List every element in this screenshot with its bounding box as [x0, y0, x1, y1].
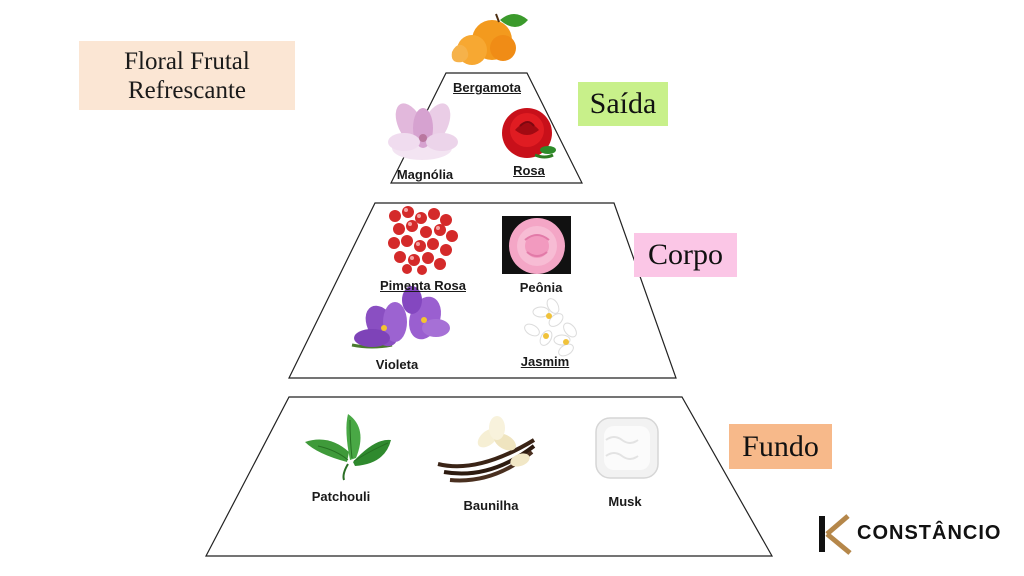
note-label-bergamota: Bergamota — [453, 80, 521, 95]
tier-bottom-outline — [205, 396, 774, 557]
patchouli-icon — [305, 414, 391, 481]
note-label-magnolia: Magnólia — [396, 167, 454, 182]
note-label-musk: Musk — [608, 494, 642, 509]
bergamota-icon — [451, 13, 528, 65]
note-label-patchouli: Patchouli — [311, 489, 371, 504]
note-label-violeta: Violeta — [375, 357, 419, 372]
tier-label-saida: Saída — [578, 82, 668, 126]
constancio-logo-text: CONSTÂNCIO — [857, 522, 1002, 544]
tier-label-fundo: Fundo — [729, 424, 832, 469]
title-box: Floral Frutal Refrescante — [79, 41, 295, 110]
violet-icon — [351, 286, 450, 349]
note-label-baunilha: Baunilha — [463, 498, 519, 513]
tier-label-corpo: Corpo — [634, 233, 737, 277]
title-line-2: Refrescante — [128, 76, 246, 104]
rose-icon — [502, 108, 556, 159]
note-label-peonia: Peônia — [519, 280, 563, 295]
note-label-pimenta-rosa: Pimenta Rosa — [380, 278, 466, 293]
pink-pepper-icon — [386, 206, 458, 275]
peony-icon — [502, 216, 571, 274]
note-label-jasmim: Jasmim — [520, 354, 570, 369]
tier-middle-outline — [288, 202, 677, 379]
note-label-rosa: Rosa — [513, 163, 545, 178]
musk-icon — [595, 417, 659, 479]
constancio-logo-icon — [819, 514, 852, 555]
magnolia-icon — [388, 103, 458, 160]
vanilla-icon — [437, 416, 536, 483]
title-line-1: Floral Frutal — [124, 47, 250, 75]
jasmine-icon — [524, 298, 577, 357]
